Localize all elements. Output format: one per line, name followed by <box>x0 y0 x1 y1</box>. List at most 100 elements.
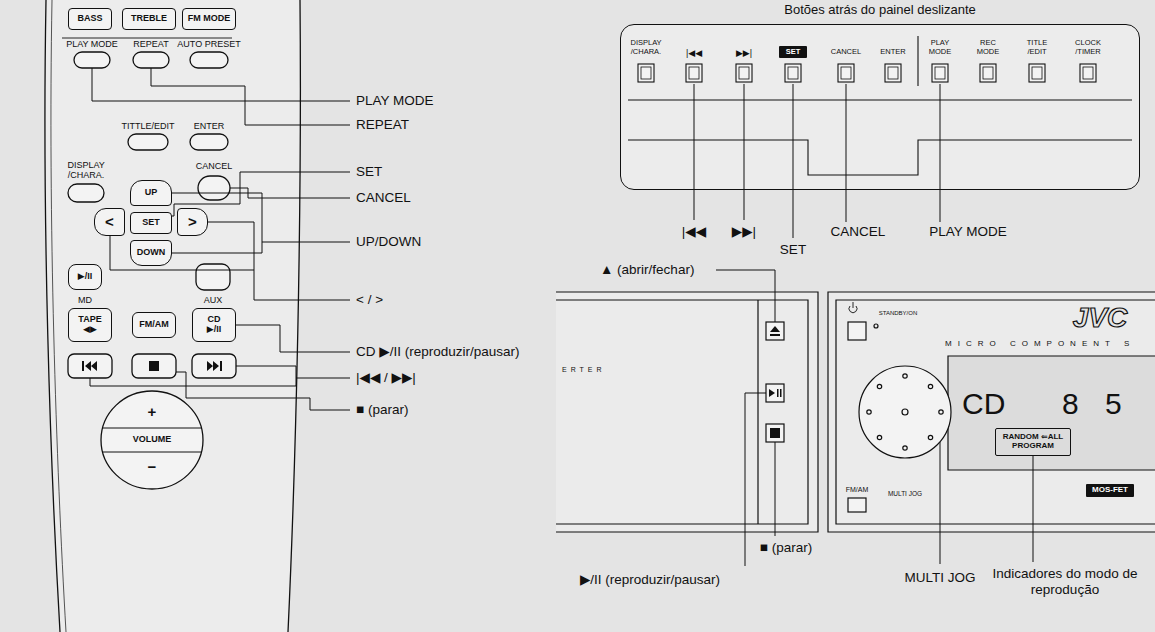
button-text: VOLUME <box>133 435 172 445</box>
button-label: PLAY MODE <box>66 39 118 49</box>
callout-label: CD ▶/II (reproduzir/pausar) <box>356 344 519 360</box>
play-mode-indicator: RANDOM ⇐ALL PROGRAM <box>995 428 1071 456</box>
slide-panel-drawing-part <box>983 67 993 79</box>
slide-panel-drawing-part <box>1032 67 1042 79</box>
callout-label: ▶/II (reproduzir/pausar) <box>580 572 720 588</box>
slide-panel-drawing-part <box>841 67 851 79</box>
slide-panel-drawing-part <box>1029 64 1045 82</box>
cursor-button: SET <box>130 212 172 234</box>
slide-panel-drawing-part <box>641 67 651 79</box>
amplifier-unit-part <box>848 322 866 340</box>
key-label: ENTER <box>880 48 905 57</box>
slide-panel-drawing-part <box>638 64 654 82</box>
slide-panel-drawing-part <box>736 64 752 82</box>
button-text: CD ▶/II <box>207 315 221 335</box>
slide-panel-drawing-part <box>888 67 898 79</box>
brand-logo: JVC <box>1073 302 1127 334</box>
remote-control-part <box>192 354 236 378</box>
model-lettering: MICRO COMPONENT S <box>945 339 1135 348</box>
cd-unit-part <box>766 322 784 340</box>
leader-lines-part <box>1033 456 1034 562</box>
cd-unit <box>556 292 818 532</box>
leader-lines-part <box>151 68 350 125</box>
remote-control-part <box>51 0 66 632</box>
remote-control <box>45 0 300 632</box>
remote-control-part <box>133 52 169 68</box>
slide-panel-drawing-part <box>739 67 749 79</box>
amplifier-unit-part <box>928 384 932 388</box>
button-text: + <box>148 404 157 421</box>
callout-label: ■ (parar) <box>760 540 812 556</box>
button-text: TAPE ◀▶ <box>78 315 101 335</box>
key-label: ▶▶| <box>736 48 752 58</box>
remote-control-part <box>196 264 230 290</box>
amplifier-unit-part <box>877 384 881 388</box>
leader-lines-part <box>236 325 350 352</box>
amplifier-unit-part <box>877 435 881 439</box>
mos-fet-badge: MOS-FET <box>1086 484 1134 497</box>
callout-label: SET <box>356 164 382 180</box>
button-text: > <box>188 214 197 231</box>
slide-panel-drawing-part <box>980 64 996 82</box>
amplifier-unit <box>828 292 1155 532</box>
cd-unit-part <box>757 300 758 524</box>
cd-unit-part <box>770 334 780 336</box>
callout-label: CANCEL <box>356 190 411 206</box>
remote-control-part <box>190 52 228 68</box>
callout-label: REPEAT <box>356 117 409 133</box>
callout-label: < / > <box>356 292 383 308</box>
button-text: SET <box>142 218 160 228</box>
key-label: |◀◀ <box>686 48 702 58</box>
slide-panel-drawing-part <box>620 24 1140 190</box>
cursor-button: DOWN <box>130 240 172 266</box>
callout-label: ▶▶| <box>732 224 756 240</box>
key-label: PLAY MODE <box>929 39 952 56</box>
amplifier-unit-part <box>939 410 943 414</box>
amplifier-unit-part <box>903 374 907 378</box>
leader-lines-part <box>716 270 775 322</box>
leader-lines-part <box>92 68 350 101</box>
amplifier-unit-part <box>836 300 1155 524</box>
key-label: REC MODE <box>977 39 1000 56</box>
cd-unit-part <box>556 292 818 532</box>
button-text: FM MODE <box>188 14 231 24</box>
callout-label: MULTI JOG <box>904 570 975 586</box>
model-lettering: ERTER <box>562 366 606 374</box>
leader-lines-part <box>694 84 940 238</box>
callout-label: UP/DOWN <box>356 234 421 250</box>
button-label: AUTO PRESET <box>177 39 240 49</box>
amplifier-unit-part <box>859 366 951 458</box>
cursor-button: < <box>94 208 125 236</box>
remote-control-part <box>198 176 230 200</box>
rocker-outline <box>101 391 203 489</box>
rocker-divider <box>103 428 202 429</box>
button-label: AUX <box>204 295 223 305</box>
slide-panel-drawing-part <box>1083 67 1093 79</box>
source-button: TAPE ◀▶ <box>68 308 112 342</box>
indicator-label: STANDBY/ON <box>879 310 918 317</box>
button-text: − <box>148 459 157 476</box>
display-readout: 8 5 <box>1062 387 1122 422</box>
leader-lines-part <box>745 393 766 566</box>
callout-label: |◀◀ <box>682 224 706 240</box>
button-symbols <box>82 361 222 371</box>
cursor-button: > <box>177 208 208 236</box>
amplifier-unit-part <box>874 324 878 328</box>
button-symbols-part <box>207 361 219 371</box>
key-label: TITLE /EDIT <box>1027 39 1047 56</box>
control-label: MULTI JOG <box>888 490 922 497</box>
amplifier-unit-part <box>849 302 857 313</box>
slide-panel-drawing-part <box>885 64 901 82</box>
callout-label: PLAY MODE <box>929 224 1007 240</box>
remote-control-part <box>45 0 60 632</box>
cd-unit-part <box>769 389 775 397</box>
amplifier-unit-part <box>902 409 908 415</box>
button-text: SET <box>786 48 801 56</box>
leader-lines <box>90 68 1033 566</box>
amplifier-unit-part <box>828 292 1155 532</box>
button-symbols-part <box>220 361 222 371</box>
remote-control-part <box>74 52 110 68</box>
remote-control-part <box>132 354 176 378</box>
button-label: FM/AM <box>846 486 869 494</box>
